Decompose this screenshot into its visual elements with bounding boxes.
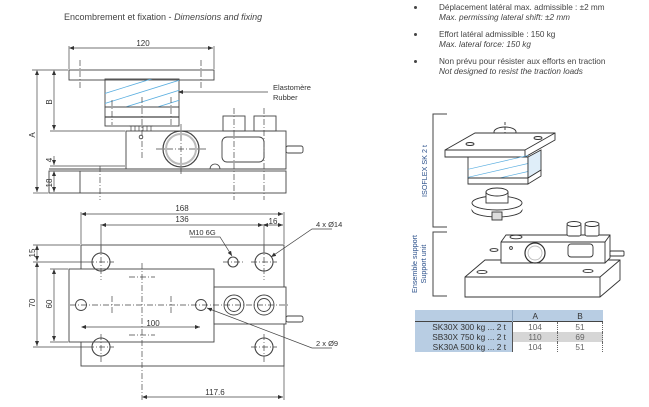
- lower-group-label-en: Support unit: [419, 245, 428, 284]
- cell-B: 51: [557, 321, 603, 332]
- iso-parts: [444, 122, 625, 298]
- note-en: Max. lateral force: 150 kg: [439, 40, 531, 49]
- spec-table: A B SK30X 300 kg ... 2 t 104 51 SB30X 75…: [415, 310, 603, 352]
- side-view-dimensions: [32, 46, 215, 194]
- dim-60: 60: [45, 299, 54, 308]
- load-cell-top: [213, 286, 287, 325]
- cell-model: SK30A 500 kg ... 2 t: [415, 342, 513, 352]
- base-plate: [48, 170, 287, 194]
- bracket-upper: [432, 113, 447, 228]
- dim-B: B: [45, 99, 54, 104]
- bullet-icon: [414, 60, 417, 63]
- technical-drawing: 120 A B 4 18 Elastomère Rubber: [28, 39, 342, 400]
- note-item: Déplacement latéral max. admissible : ±2…: [411, 3, 649, 23]
- table-row: SK30A 500 kg ... 2 t 104 51: [415, 342, 603, 352]
- note-fr: Déplacement latéral max. admissible : ±2…: [439, 3, 605, 12]
- dim-15: 15: [28, 248, 37, 257]
- cell-circle: [162, 130, 200, 168]
- top-plate: [68, 69, 215, 81]
- bullet-icon: [414, 6, 417, 9]
- table-row: SK30X 300 kg ... 2 t 104 51: [415, 321, 603, 332]
- dim-120: 120: [136, 39, 150, 48]
- group-brackets: [432, 113, 447, 297]
- cell-window: [221, 136, 265, 163]
- rubber-label-en: Rubber: [273, 93, 298, 102]
- cell-A: 104: [512, 321, 558, 332]
- dim-A: A: [28, 132, 37, 138]
- header-A: A: [512, 310, 558, 322]
- note-item: Non prévu pour résister aux efforts en t…: [411, 57, 649, 77]
- dim-4: 4: [45, 157, 54, 162]
- table-row: SB30X 750 kg ... 2 t 110 69: [415, 332, 603, 342]
- cable-stub: [285, 145, 304, 154]
- dim-16: 16: [269, 217, 278, 226]
- holes-2-label: 2 x Ø9: [316, 339, 338, 348]
- dim-117-6: 117.6: [205, 388, 225, 397]
- holes-4-label: 4 x Ø14: [316, 220, 342, 229]
- dim-168: 168: [175, 204, 189, 213]
- bullet-icon: [414, 33, 417, 36]
- cell-B: 51: [557, 342, 603, 352]
- iso-top-plate: [444, 132, 556, 158]
- top-view-dimensions: [33, 212, 332, 400]
- header-B: B: [557, 310, 603, 322]
- title-en: Dimensions and fixing: [174, 12, 263, 22]
- cell-model: SK30X 300 kg ... 2 t: [415, 321, 513, 332]
- upper-group-label: ISOFLEX SK 2 t: [420, 145, 429, 197]
- side-view: [48, 60, 304, 200]
- lower-group-label-fr: Ensemble support: [410, 235, 419, 293]
- cell-A: 104: [512, 342, 558, 352]
- dim-18: 18: [45, 178, 54, 187]
- note-item: Effort latéral admissible : 150 kg Max. …: [411, 30, 649, 50]
- iso-base-plate: [464, 259, 621, 298]
- note-fr: Non prévu pour résister aux efforts en t…: [439, 57, 606, 66]
- rubber-hatch: [105, 79, 179, 107]
- title-fr: Encombrement et fixation -: [64, 12, 175, 22]
- connector-2: [253, 115, 277, 132]
- table-header-row: A B: [415, 310, 603, 322]
- load-cell-body: [125, 130, 287, 170]
- thread-label: M10 6G: [189, 228, 216, 237]
- bracket-lower: [432, 231, 447, 297]
- cell-model: SB30X 750 kg ... 2 t: [415, 332, 513, 342]
- note-fr: Effort latéral admissible : 150 kg: [439, 30, 556, 39]
- dim-70: 70: [28, 298, 37, 307]
- drawing-title: Encombrement et fixation - Dimensions an…: [64, 12, 262, 22]
- cell-A: 110: [512, 332, 558, 342]
- rubber-label-fr: Elastomère: [273, 83, 311, 92]
- dim-100: 100: [146, 319, 160, 328]
- exploded-view: ISOFLEX SK 2 t Ensemble support Support …: [410, 113, 625, 298]
- header-model: [415, 310, 513, 322]
- dim-136: 136: [175, 215, 189, 224]
- cell-B: 69: [557, 332, 603, 342]
- cable-stub-top: [285, 315, 304, 323]
- note-en: Not designed to resist the traction load…: [439, 67, 583, 76]
- top-view: [68, 244, 304, 400]
- note-en: Max. permissing lateral shift: ±2 mm: [439, 13, 570, 22]
- notes-list: Déplacement latéral max. admissible : ±2…: [411, 3, 649, 84]
- rubber-plate-top: [68, 268, 215, 343]
